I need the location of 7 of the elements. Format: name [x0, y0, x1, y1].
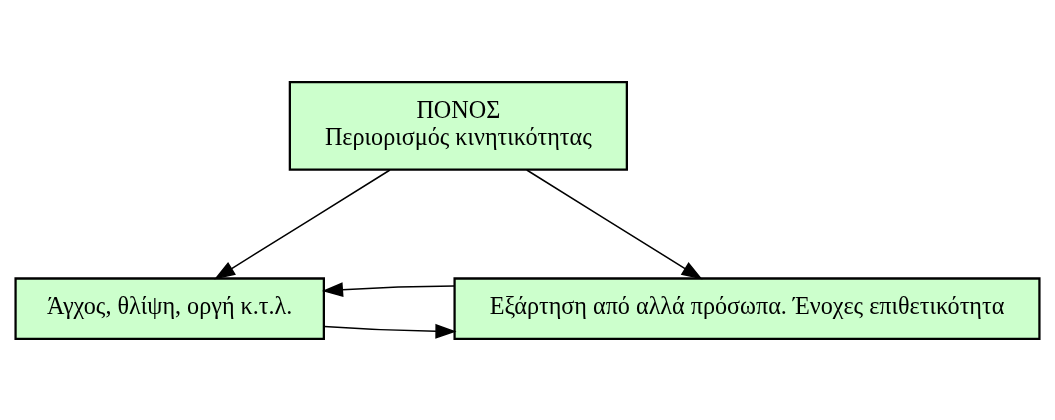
arrow	[323, 323, 457, 339]
arrow	[526, 168, 703, 280]
node-box: ΠΟΝΟΣ Περιορισμός κινητικότητας	[288, 80, 628, 171]
arrow	[321, 281, 455, 297]
node-box: Εξάρτηση από αλλά πρόσωπα. Ένοχες επιθετικότητα	[453, 276, 1041, 340]
arrow	[214, 168, 391, 280]
node-box: Άγχος, θλίψη, οργή κ.τ.λ.	[14, 276, 325, 340]
